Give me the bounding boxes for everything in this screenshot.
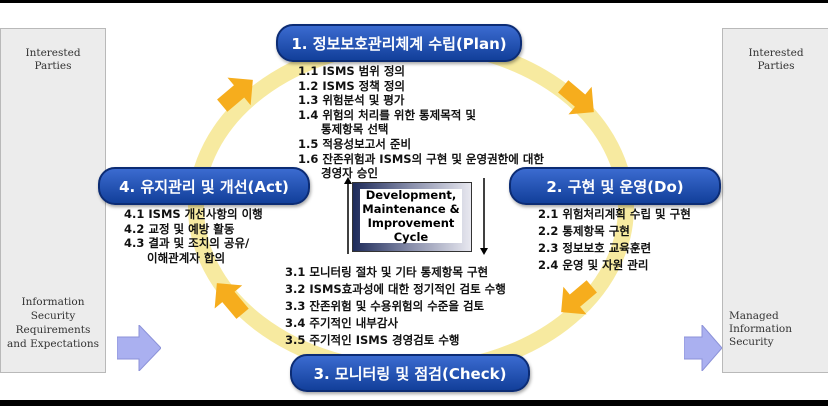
step-number: 1.1: [298, 64, 319, 78]
step-text: 적용성보고서 준비: [322, 136, 412, 151]
check-step-3-1: 3.1 모니터링 절차 및 기타 통제항목 구현: [285, 264, 506, 281]
step-number: 2.1: [538, 207, 559, 221]
center-arrow-down-icon: [480, 178, 488, 255]
plan-step-1-5: 1.5 적용성보고서 준비: [298, 137, 544, 152]
step-text: 운영 및 자원 관리: [562, 258, 649, 272]
step-text: 위험처리계획 수립 및 구현: [562, 207, 691, 221]
input-arrow-icon: [117, 325, 161, 371]
act-step-4-3: 4.3 결과 및 조치의 공유/이해관계자 합의: [124, 236, 263, 265]
plan-step-1-1: 1.1 ISMS 범위 정의: [298, 64, 544, 79]
step-text: 잔존위험과 ISMS의 구현 및 운영권한에 대한: [322, 151, 544, 166]
act-step-4-1: 4.1 ISMS 개선사항의 이행: [124, 207, 263, 222]
step-text: 정보보호 교육훈련: [562, 241, 652, 255]
step-number: 1.3: [298, 93, 319, 108]
step-text-continued: 경영자 승인: [321, 166, 378, 181]
cycle-arrow-icon-top-left: [217, 77, 253, 112]
step-text-continued: 이해관계자 합의: [147, 250, 226, 265]
step-number: 3.5: [285, 333, 306, 347]
left-panel-bottom-label: Information Security Requirements and Ex…: [6, 296, 99, 350]
do-step-2-2: 2.2 통제항목 구현: [538, 223, 691, 240]
check-step-3-3: 3.3 잔존위험 및 수용위험의 수준을 검토: [285, 298, 506, 315]
center-cycle-label: Development, Maintenance & Improvement C…: [360, 188, 462, 244]
frame-top-line: [0, 0, 828, 3]
check-step-3-4: 3.4 주기적인 내부감사: [285, 315, 506, 332]
plan-step-1-2: 1.2 ISMS 정책 정의: [298, 79, 544, 94]
step-number: 1.4: [298, 107, 319, 122]
right-panel-bottom-label: Managed Information Security: [729, 310, 793, 348]
step-number: 1.5: [298, 136, 319, 151]
left-panel-interested-parties: Interested Parties Information Security …: [0, 28, 106, 373]
right-panel-interested-parties: Interested Parties Managed Information S…: [722, 28, 828, 373]
cycle-arrow-icon-top-right: [558, 80, 594, 115]
step-number: 4.3: [124, 236, 145, 250]
step-number: 3.1: [285, 265, 306, 279]
step-number: 3.4: [285, 316, 306, 330]
step-number: 2.3: [538, 241, 559, 255]
phase-act-pill: 4. 유지관리 및 개선(Act): [98, 167, 310, 205]
step-number: 2.4: [538, 258, 559, 272]
do-step-2-1: 2.1 위험처리계획 수립 및 구현: [538, 206, 691, 223]
step-number: 4.2: [124, 221, 145, 236]
act-step-4-2: 4.2 교정 및 예방 활동: [124, 222, 263, 237]
step-text: 결과 및 조치의 공유/: [148, 236, 250, 250]
plan-step-1-3: 1.3 위험분석 및 평가: [298, 93, 544, 108]
do-step-2-4: 2.4 운영 및 자원 관리: [538, 257, 691, 274]
step-text: 모니터링 절차 및 기타 통제항목 구현: [309, 265, 489, 279]
step-text: 잔존위험 및 수용위험의 수준을 검토: [309, 299, 485, 313]
output-arrow-icon: [684, 325, 722, 371]
center-arrow-up-icon: [344, 177, 352, 254]
step-text: 위험의 처리를 위한 통제목적 및: [322, 107, 476, 122]
step-number: 1.6: [298, 151, 319, 166]
step-number: 2.2: [538, 224, 559, 238]
step-number: 1.2: [298, 78, 319, 93]
frame-bottom-line: [0, 400, 828, 406]
step-number: 3.3: [285, 299, 306, 313]
step-text-continued: 통제항목 선택: [321, 122, 389, 137]
step-text: ISMS효과성에 대한 정기적인 검토 수행: [309, 282, 506, 296]
do-step-2-3: 2.3 정보보호 교육훈련: [538, 240, 691, 257]
step-text: ISMS 정책 정의: [322, 78, 406, 93]
step-text: ISMS 범위 정의: [322, 64, 406, 78]
left-panel-top-label: Interested Parties: [25, 47, 81, 72]
center-cycle-box: Development, Maintenance & Improvement C…: [352, 182, 472, 252]
phase-do-pill: 2. 구현 및 운영(Do): [509, 167, 721, 205]
step-text: ISMS 개선사항의 이행: [148, 207, 263, 221]
step-text: 통제항목 구현: [562, 224, 630, 238]
step-text: 주기적인 내부감사: [309, 316, 399, 330]
check-step-3-5: 3.5 주기적인 ISMS 경영검토 수행: [285, 332, 506, 349]
phase-check-pill: 3. 모니터링 및 점검(Check): [290, 354, 530, 392]
cycle-arrow-icon-bottom-right: [561, 280, 597, 315]
check-step-3-2: 3.2 ISMS효과성에 대한 정기적인 검토 수행: [285, 281, 506, 298]
step-text: 위험분석 및 평가: [322, 93, 405, 108]
cycle-arrow-icon-bottom-left: [214, 283, 249, 319]
step-text: 주기적인 ISMS 경영검토 수행: [309, 333, 460, 347]
step-text: 교정 및 예방 활동: [148, 221, 235, 236]
step-number: 3.2: [285, 282, 306, 296]
step-number: 4.1: [124, 207, 145, 221]
phase-plan-pill: 1. 정보보호관리체계 수립(Plan): [276, 24, 522, 62]
right-panel-top-label: Interested Parties: [748, 47, 804, 72]
